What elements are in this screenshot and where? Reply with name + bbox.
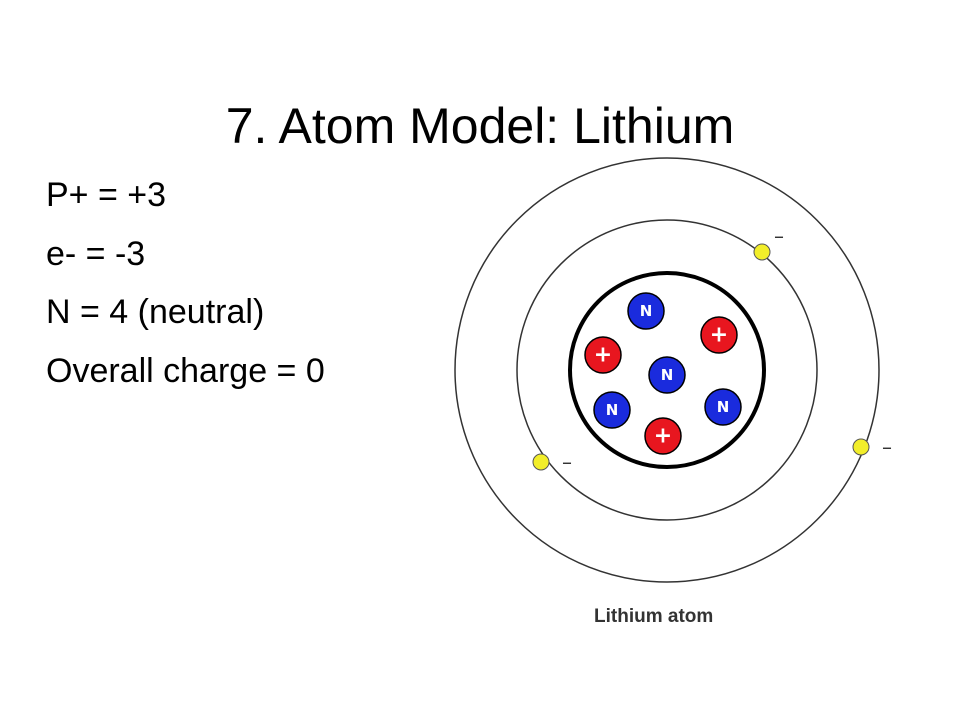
svg-text:N: N bbox=[717, 398, 730, 416]
overall-charge-text: Overall charge = 0 bbox=[46, 351, 325, 390]
neutron-particle: N bbox=[593, 391, 631, 429]
electron-particle: – bbox=[532, 450, 572, 474]
diagram-caption: Lithium atom bbox=[594, 606, 714, 627]
inner-electron-shell bbox=[516, 219, 818, 521]
svg-text:–: – bbox=[774, 224, 784, 248]
svg-text:N: N bbox=[640, 302, 653, 320]
electron-particle: – bbox=[753, 224, 784, 261]
proton-particle: + bbox=[584, 336, 622, 374]
proton-count-text: P+ = +3 bbox=[46, 176, 167, 214]
neutron-particle: N bbox=[627, 292, 665, 330]
svg-text:N: N bbox=[606, 401, 619, 419]
neutron-particle: N bbox=[704, 388, 742, 426]
svg-text:+: + bbox=[594, 343, 612, 368]
neutron-particle: N bbox=[648, 356, 686, 394]
electron-particle: – bbox=[852, 435, 892, 459]
svg-text:+: + bbox=[710, 323, 728, 348]
svg-text:–: – bbox=[882, 435, 892, 459]
outer-electron-shell bbox=[454, 157, 880, 583]
neutron-count-text: N = 4 (neutral) bbox=[46, 293, 265, 331]
slide-title: 7. Atom Model: Lithium bbox=[225, 97, 735, 154]
svg-text:+: + bbox=[654, 424, 672, 449]
svg-text:N: N bbox=[661, 366, 674, 384]
svg-text:–: – bbox=[562, 450, 572, 474]
atom-facts-list: P+ = +3 e- = -3 N = 4 (neutral) Overall … bbox=[46, 166, 325, 400]
proton-particle: + bbox=[644, 417, 682, 455]
proton-particle: + bbox=[700, 316, 738, 354]
electron-count-text: e- = -3 bbox=[46, 234, 146, 273]
